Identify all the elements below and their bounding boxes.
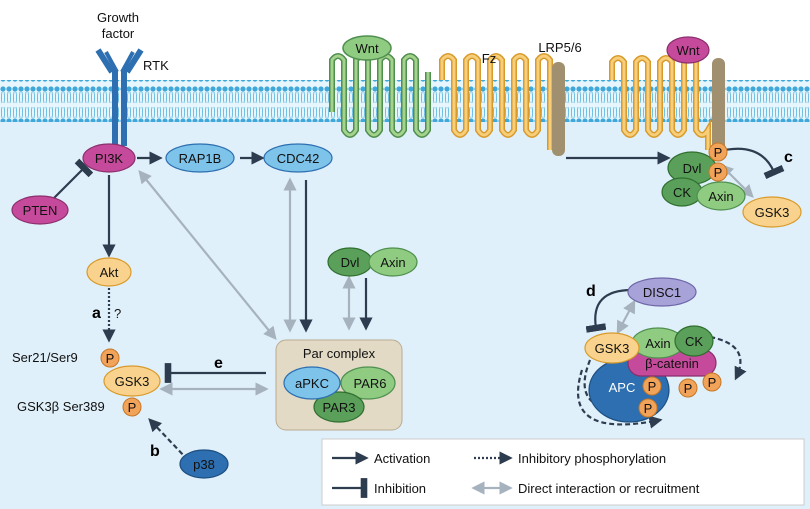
- dvl-mid-label: Dvl: [341, 255, 360, 270]
- fz-label: Fz: [482, 51, 496, 66]
- phospho-bcat-2: [702, 372, 722, 392]
- pi3k-label: PI3K: [95, 151, 124, 166]
- legend-inhibition-label: Inhibition: [374, 481, 426, 496]
- dvl-right-label: Dvl: [683, 161, 702, 176]
- disc1-node: [627, 277, 697, 307]
- ck-d-node: [674, 325, 714, 357]
- phospho-ser389-label: P: [128, 400, 137, 415]
- phospho-lrp-2-label: P: [714, 165, 723, 180]
- panel-letter-b: b: [150, 443, 160, 460]
- apc-label: APC: [609, 380, 636, 395]
- gsk3-right-node: [742, 196, 802, 228]
- panel-letter-c: c: [784, 149, 793, 166]
- pi3k-node: [82, 143, 136, 173]
- phospho-ser389: [122, 397, 142, 417]
- wnt-ligand-left: [342, 35, 392, 61]
- par6-label: PAR6: [354, 376, 387, 391]
- phospho-apc-1: [642, 376, 662, 396]
- panel-letter-d: d: [586, 283, 596, 300]
- akt-label: Akt: [100, 265, 119, 280]
- phospho-ser21: [100, 348, 120, 368]
- p38-node: [179, 449, 229, 479]
- inhibition-disc1-gsk3: [585, 288, 633, 333]
- phospho-bcat-1-label: P: [684, 381, 693, 396]
- bcatenin-label: β-catenin: [645, 356, 699, 371]
- phospho-apc-1-label: P: [648, 379, 657, 394]
- phospho-bcat-1: [678, 378, 698, 398]
- legend-inhibitory-label: Inhibitory phosphorylation: [518, 451, 666, 466]
- inhibition-pten-pi3k: [51, 158, 94, 201]
- pten-node: [11, 195, 69, 225]
- lrp-coreceptor: [552, 62, 565, 156]
- apkc-label: aPKC: [295, 376, 329, 391]
- phospho-ser21-label: P: [106, 351, 115, 366]
- question-mark: ?: [114, 306, 121, 321]
- akt-node: [86, 257, 132, 287]
- disc1-label: DISC1: [643, 285, 681, 300]
- ser21-label: Ser21/Ser9: [12, 350, 78, 365]
- par-complex-label: Par complex: [303, 346, 376, 361]
- cdc42-label: CDC42: [277, 151, 320, 166]
- lrp-coreceptor-right: [712, 58, 725, 156]
- gsk3-d-label: GSK3: [595, 341, 630, 356]
- interaction-pi3k-par: [138, 169, 277, 341]
- gsk3-right-label: GSK3: [755, 205, 790, 220]
- axin-mid-node: [368, 247, 418, 277]
- lrp-label: LRP5/6: [538, 40, 581, 55]
- axin-right-node: [696, 181, 746, 211]
- wnt-left-label: Wnt: [355, 41, 379, 56]
- legend-activation-label: Activation: [374, 451, 430, 466]
- phospho-lrp-2: [708, 162, 728, 182]
- ck-right-label: CK: [673, 185, 691, 200]
- rap1b-label: RAP1B: [179, 151, 222, 166]
- gsk3-left-node: [103, 365, 161, 397]
- phospho-bcat-2-label: P: [708, 375, 717, 390]
- panel-letter-e: e: [214, 355, 223, 372]
- cdc42-node: [263, 143, 333, 173]
- ck-d-label: CK: [685, 334, 703, 349]
- legend-interaction-label: Direct interaction or recruitment: [518, 481, 700, 496]
- rtk-receptor: [95, 48, 144, 146]
- par3-node: [313, 391, 365, 423]
- phos-arrow-bottom: [577, 369, 663, 429]
- par3-label: PAR3: [323, 400, 356, 415]
- apkc-node: [283, 366, 341, 400]
- growth-factor-label-2: factor: [102, 26, 135, 41]
- panel-letter-a: a: [92, 305, 101, 322]
- rtk-label: RTK: [143, 58, 169, 73]
- axin-d-label: Axin: [645, 336, 670, 351]
- phospho-lrp-1-label: P: [714, 145, 723, 160]
- ser389-label: GSK3β Ser389: [17, 399, 105, 414]
- legend: Activation Inhibitory phosphorylation In…: [321, 438, 805, 506]
- wnt-right-label: Wnt: [676, 43, 700, 58]
- growth-factor-label-1: Growth: [97, 10, 139, 25]
- interaction-disc1-gsk3: [616, 299, 636, 335]
- par6-node: [340, 366, 396, 400]
- axin-right-label: Axin: [708, 189, 733, 204]
- phospho-apc-2-label: P: [644, 401, 653, 416]
- rap1b-node: [165, 143, 235, 173]
- gsk3-left-label: GSK3: [115, 374, 150, 389]
- inhibitory-p38-gsk3: [148, 418, 189, 461]
- phospho-apc-2: [638, 398, 658, 418]
- pten-label: PTEN: [23, 203, 58, 218]
- gsk3-d-node: [584, 332, 640, 364]
- p38-label: p38: [193, 457, 215, 472]
- legend-box: [321, 438, 805, 506]
- phospho-lrp-1: [708, 142, 728, 162]
- axin-mid-label: Axin: [380, 255, 405, 270]
- wnt-ligand-right: [666, 36, 710, 64]
